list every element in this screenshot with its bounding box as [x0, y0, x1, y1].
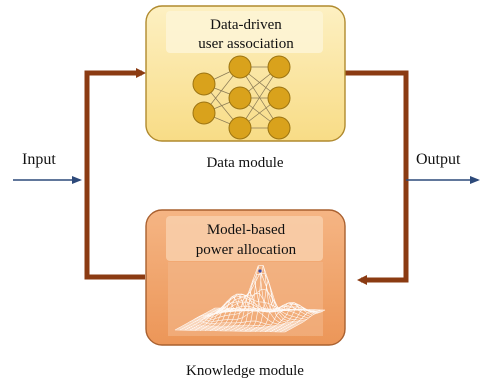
knowledge-module: Model-based power allocation: [145, 209, 346, 346]
output-label: Output: [416, 151, 461, 168]
loop-arrow-to-data-module: [84, 68, 146, 280]
surface-mesh-line: [254, 299, 296, 332]
data-module-title-line2: user association: [198, 36, 294, 52]
surface-mesh-line: [214, 307, 326, 311]
feedback-loop: [84, 68, 409, 285]
neuron: [267, 116, 291, 140]
knowledge-module-title-panel: [166, 216, 323, 261]
neuron: [228, 55, 252, 79]
neuron: [267, 86, 291, 110]
data-module-title-panel: [166, 11, 323, 53]
neural-network-icon: [192, 55, 291, 140]
neuron: [228, 86, 252, 110]
3d-surface-plot-icon: [168, 262, 326, 336]
surface-mesh-line: [279, 309, 321, 333]
surface-mesh-line: [264, 302, 306, 332]
input-label: Input: [22, 151, 56, 168]
neuron: [267, 55, 291, 79]
neuron: [228, 116, 252, 140]
surface-mesh-line: [259, 302, 301, 332]
data-module-title-line1: Data-driven: [210, 17, 282, 33]
data-module: Data-driven user association: [145, 5, 346, 142]
surface-mesh-line: [213, 308, 324, 312]
knowledge-module-title-line2: power allocation: [196, 242, 297, 258]
data-module-caption: Data module: [206, 155, 283, 171]
neuron: [192, 101, 216, 125]
loop-arrow-to-knowledge-module: [345, 70, 409, 285]
knowledge-module-caption: Knowledge module: [186, 363, 304, 379]
neuron: [192, 72, 216, 96]
knowledge-module-title-line1: Model-based: [207, 222, 286, 238]
surface-mesh-line: [284, 309, 326, 333]
